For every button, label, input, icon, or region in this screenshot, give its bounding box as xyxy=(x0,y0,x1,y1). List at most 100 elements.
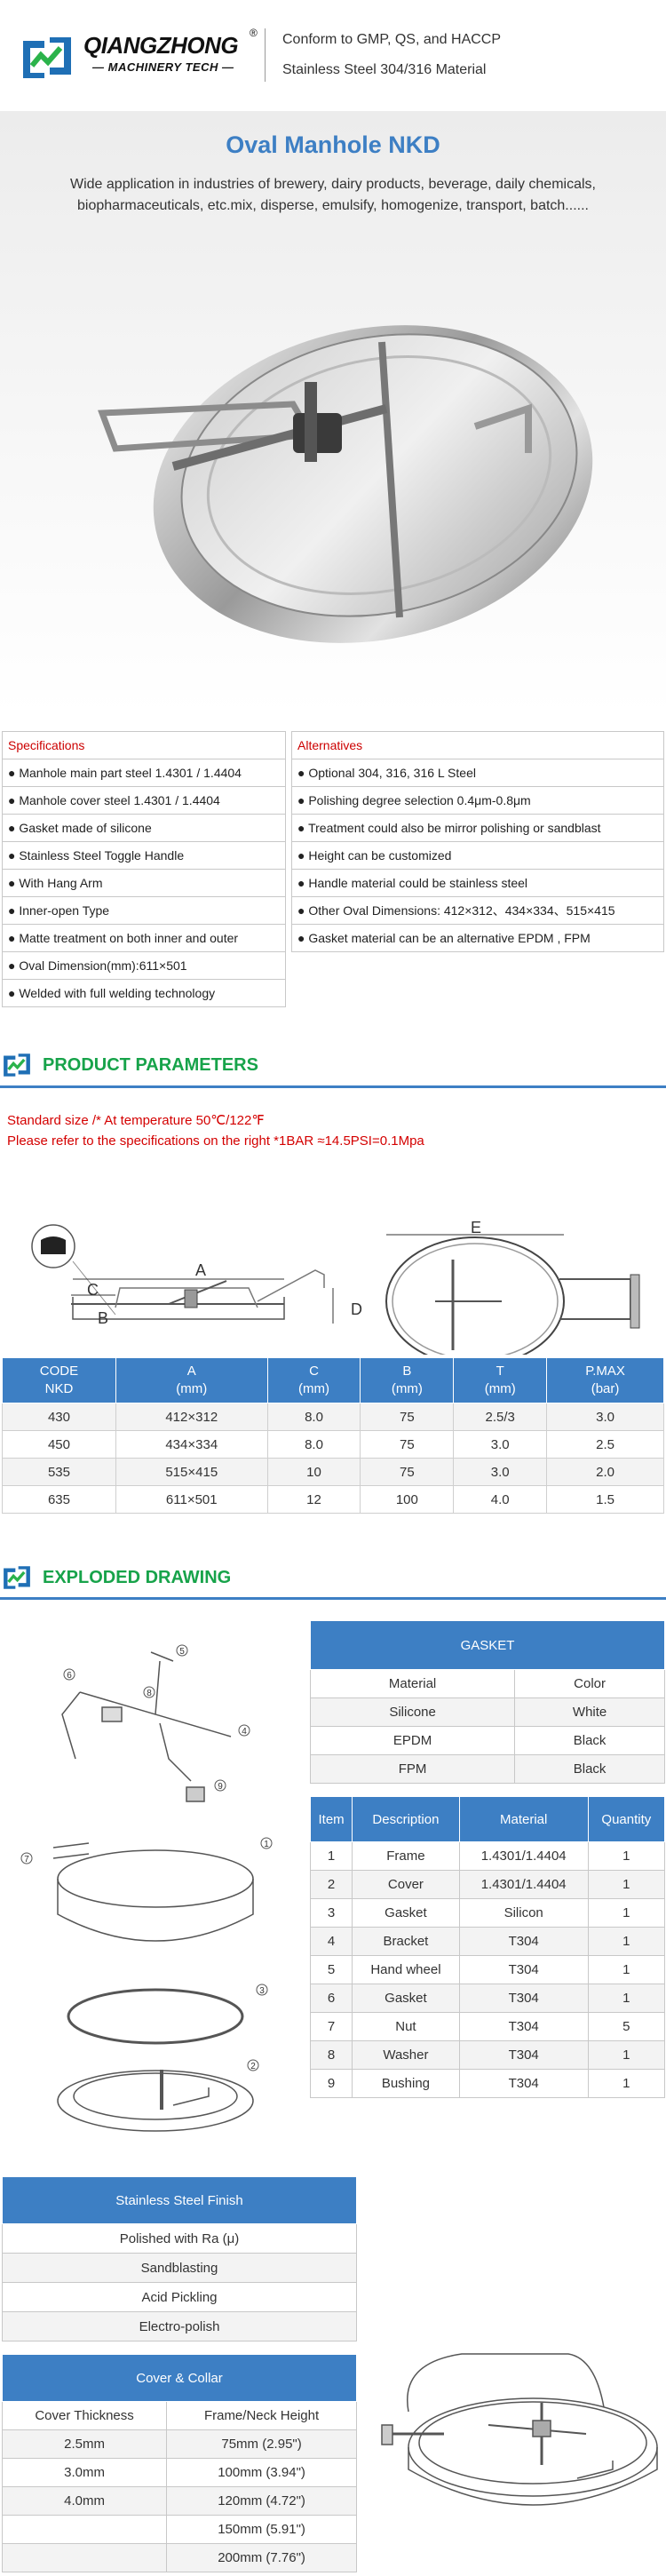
column-header: C(mm) xyxy=(266,1357,361,1403)
brand-name: QIANGZHONG xyxy=(83,32,239,59)
callout-5: 5 xyxy=(179,1647,185,1657)
specifications-header: Specifications xyxy=(2,731,286,759)
alternative-item: ● Polishing degree selection 0.4μm-0.8μm xyxy=(291,786,664,815)
product-parameters-heading: PRODUCT PARAMETERS xyxy=(43,1055,258,1075)
column-header: Frame/Neck Height xyxy=(166,2401,357,2430)
exploded-drawing-heading: EXPLODED DRAWING xyxy=(43,1568,232,1587)
manhole-product-photo xyxy=(98,325,593,643)
column-header: Description xyxy=(352,1796,460,1842)
spec-item: ● Welded with full welding technology xyxy=(2,979,286,1007)
callout-7: 7 xyxy=(24,1855,29,1864)
cover-table-title: Cover & Collar xyxy=(2,2354,357,2402)
page-header xyxy=(0,0,666,111)
alternative-item: ● Treatment could also be mirror polishi… xyxy=(291,814,664,842)
callout-3: 3 xyxy=(259,1986,265,1996)
dimension-label-b: B xyxy=(98,1309,108,1327)
table-row: Sandblasting xyxy=(2,2253,357,2283)
spec-item: ● Stainless Steel Toggle Handle xyxy=(2,841,286,870)
callout-6: 6 xyxy=(67,1671,72,1681)
spec-item: ● With Hang Arm xyxy=(2,869,286,897)
table-row: Acid Pickling xyxy=(2,2282,357,2312)
product-description: Wide application in industries of brewer… xyxy=(70,177,596,213)
callout-9: 9 xyxy=(218,1782,223,1792)
column-header: P.MAX(bar) xyxy=(546,1357,664,1403)
table-row: 150mm (5.91") xyxy=(1,2515,357,2544)
steel-finish-table: Stainless Steel Finish Polished with Ra … xyxy=(2,2176,357,2341)
specifications-table: Specifications ● Manhole main part steel… xyxy=(2,731,286,1007)
section-logo-icon xyxy=(4,1053,30,1077)
callout-1: 1 xyxy=(264,1840,269,1849)
pressure-conversion-note: Please refer to the specifications on th… xyxy=(7,1133,424,1149)
section-divider xyxy=(0,1597,666,1600)
alternative-item: ● Other Oval Dimensions: 412×312、434×334… xyxy=(291,896,664,925)
spec-item: ● Matte treatment on both inner and oute… xyxy=(2,924,286,952)
brand-subtitle: — MACHINERY TECH — xyxy=(92,60,234,74)
table-row: Polished with Ra (μ) xyxy=(2,2223,357,2254)
product-title: Oval Manhole NKD xyxy=(226,131,440,158)
standard-size-note: Standard size /* At temperature 50℃/122℉ xyxy=(7,1113,265,1128)
assembled-manhole-drawing xyxy=(381,2353,658,2506)
column-header: Quantity xyxy=(587,1796,666,1842)
callout-2: 2 xyxy=(250,2062,256,2071)
callout-8: 8 xyxy=(147,1689,152,1698)
spec-item: ● Manhole cover steel 1.4301 / 1.4404 xyxy=(2,786,286,815)
spec-item: ● Oval Dimension(mm):611×501 xyxy=(2,951,286,980)
callout-4: 4 xyxy=(242,1727,247,1737)
dimension-drawing: A C B D E xyxy=(31,1219,640,1355)
column-header: Item xyxy=(309,1796,353,1842)
alternative-item: ● Gasket material can be an alternative … xyxy=(291,924,664,952)
column-header: A(mm) xyxy=(115,1357,268,1403)
column-header: B(mm) xyxy=(360,1357,455,1403)
alternatives-header: Alternatives xyxy=(291,731,664,759)
tagline-gmp: Conform to GMP, QS, and HACCP xyxy=(282,32,502,47)
column-header: Material xyxy=(458,1796,589,1842)
alternative-item: ● Height can be customized xyxy=(291,841,664,870)
brand-logo-icon xyxy=(23,37,71,78)
spec-item: ● Gasket made of silicone xyxy=(2,814,286,842)
dimension-label-d: D xyxy=(351,1300,362,1318)
alternative-item: ● Optional 304, 316, 316 L Steel xyxy=(291,759,664,787)
column-header: Cover Thickness xyxy=(1,2401,168,2430)
spec-item: ● Inner-open Type xyxy=(2,896,286,925)
gasket-table-title: GASKET xyxy=(310,1620,665,1670)
column-header: T(mm) xyxy=(453,1357,548,1403)
spec-item: ● Manhole main part steel 1.4301 / 1.440… xyxy=(2,759,286,787)
dimension-label-e: E xyxy=(471,1219,481,1236)
section-logo-icon xyxy=(4,1566,30,1589)
section-divider xyxy=(0,1085,666,1088)
table-row: 200mm (7.76") xyxy=(1,2543,357,2572)
exploded-assembly-drawing: 1 2 3 4 5 6 7 8 9 xyxy=(20,1644,273,2132)
alternative-item: ● Handle material could be stainless ste… xyxy=(291,869,664,897)
dimension-label-c: C xyxy=(87,1281,99,1299)
alternatives-table: Alternatives ● Optional 304, 316, 316 L … xyxy=(291,731,664,952)
column-header: Material xyxy=(309,1669,516,1698)
header-divider xyxy=(265,28,266,82)
finish-table-title: Stainless Steel Finish xyxy=(2,2176,357,2224)
dimension-label-a: A xyxy=(195,1261,206,1279)
registered-mark: ® xyxy=(250,27,258,39)
